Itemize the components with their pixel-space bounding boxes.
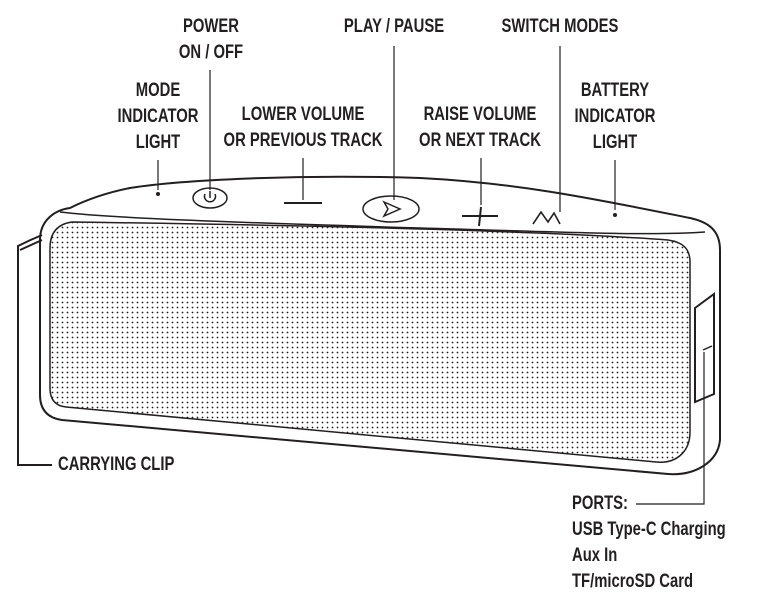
mode-indicator-light: [156, 192, 160, 196]
ports-item-usb: USB Type-C Charging: [572, 519, 726, 540]
plus-icon[interactable]: [462, 206, 498, 227]
ports-item-tf: TF/microSD Card: [572, 571, 694, 592]
carrying-clip: [17, 234, 52, 466]
ports-item-aux: Aux In: [572, 545, 618, 566]
mode-switch-icon[interactable]: [532, 210, 561, 225]
label-play-pause: PLAY / PAUSE: [343, 16, 445, 37]
label-carrying-clip: CARRYING CLIP: [58, 454, 175, 475]
power-icon[interactable]: [192, 187, 228, 209]
speaker-top-edge: [59, 211, 706, 235]
label-switch-modes: SWITCH MODES: [501, 16, 619, 37]
label-power: POWER ON / OFF: [178, 16, 244, 63]
ports-panel: [694, 292, 715, 404]
play-icon[interactable]: [362, 195, 420, 223]
speaker-grille: [49, 221, 691, 463]
ports-divider: [702, 345, 713, 351]
label-lower-volume: LOWER VOLUME OR PREVIOUS TRACK: [223, 104, 383, 151]
label-battery-indicator: BATTERY INDICATOR LIGHT: [574, 80, 656, 153]
label-raise-volume: RAISE VOLUME OR NEXT TRACK: [419, 104, 541, 151]
label-ports: PORTS: USB Type-C Charging Aux In TF/mic…: [572, 491, 726, 595]
battery-indicator-light: [613, 213, 617, 217]
leader-ports: [636, 352, 705, 505]
label-mode-indicator: MODE INDICATOR LIGHT: [117, 80, 199, 153]
clip-strap: [19, 239, 43, 251]
